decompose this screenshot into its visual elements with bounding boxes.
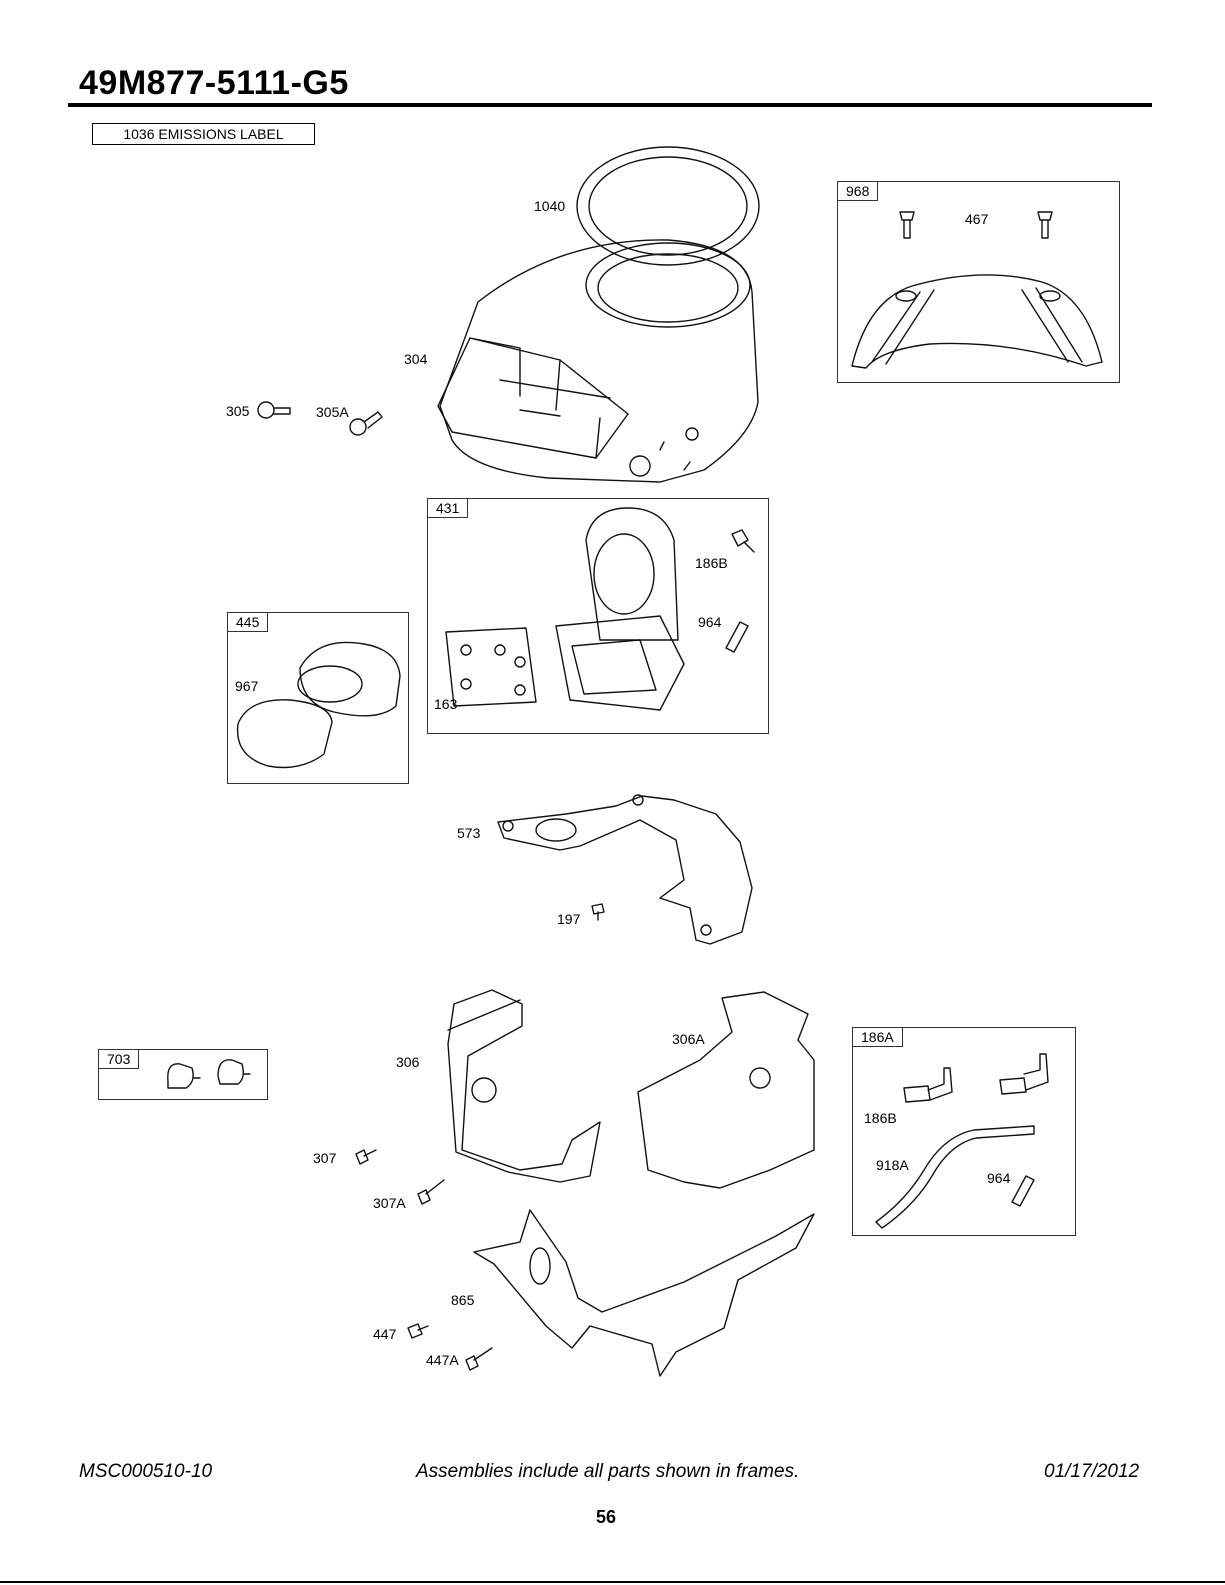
shroud-306-drawing: [448, 990, 600, 1182]
footer-note: Assemblies include all parts shown in fr…: [416, 1461, 799, 1483]
callout-186B-intake: 186B: [695, 555, 728, 571]
frame-445: 445: [227, 612, 409, 784]
callout-307A: 307A: [373, 1195, 406, 1211]
callout-467: 467: [965, 211, 988, 227]
callout-964-intake: 964: [698, 614, 721, 630]
callout-197: 197: [557, 911, 580, 927]
baffle-573-drawing: [498, 795, 752, 944]
callout-305: 305: [226, 403, 249, 419]
screw-icon: [356, 1150, 376, 1164]
frame-968-tag: 968: [837, 181, 878, 201]
callout-967: 967: [235, 678, 258, 694]
callout-447A: 447A: [426, 1352, 459, 1368]
frame-186A: 186A: [852, 1027, 1076, 1236]
screw-icon: [408, 1324, 428, 1338]
frame-186A-tag: 186A: [852, 1027, 903, 1047]
screw-icon: [466, 1348, 492, 1370]
frame-445-tag: 445: [227, 612, 268, 632]
callout-964-hose: 964: [987, 1170, 1010, 1186]
callout-306A: 306A: [672, 1031, 705, 1047]
bolt-icon: [258, 402, 290, 418]
footer-date: 01/17/2012: [1044, 1461, 1139, 1483]
shroud-306A-drawing: [638, 992, 814, 1188]
page-number: 56: [596, 1507, 616, 1528]
callout-865: 865: [451, 1292, 474, 1308]
screw-icon: [592, 904, 604, 920]
bottom-rule: [0, 1581, 1225, 1583]
frame-431-tag: 431: [427, 498, 468, 518]
bracket-865-drawing: [474, 1210, 814, 1376]
callout-186B-elbow: 186B: [864, 1110, 897, 1126]
callout-307: 307: [313, 1150, 336, 1166]
blower-housing-304-drawing: [438, 240, 758, 482]
screw-icon: [418, 1180, 444, 1204]
callout-163: 163: [434, 696, 457, 712]
frame-703-tag: 703: [98, 1049, 139, 1069]
ring-1040-drawing: [577, 147, 759, 265]
bolt-icon: [350, 412, 382, 435]
callout-304: 304: [404, 351, 427, 367]
callout-1040: 1040: [534, 198, 565, 214]
frame-703: 703: [98, 1049, 268, 1100]
callout-918A: 918A: [876, 1157, 909, 1173]
callout-306: 306: [396, 1054, 419, 1070]
footer-doc-code: MSC000510-10: [79, 1461, 212, 1483]
callout-573: 573: [457, 825, 480, 841]
callout-447: 447: [373, 1326, 396, 1342]
callout-305A: 305A: [316, 404, 349, 420]
